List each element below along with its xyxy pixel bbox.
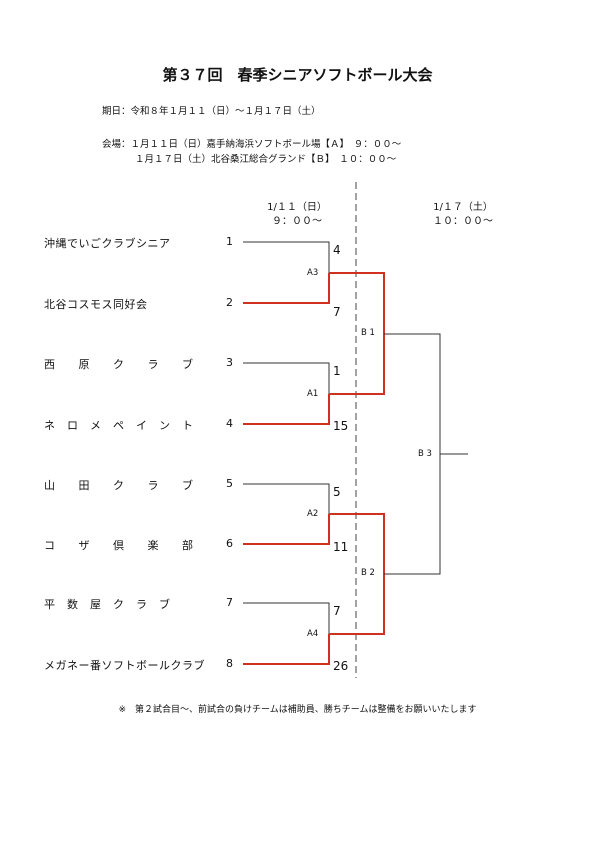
team-6-name: コ ザ 倶 楽 部 [44,539,194,552]
match-a1-label: A1 [307,389,319,399]
venue-b: １月１７日（土）北谷桑江総合グランド【Ｂ】 １０：００～ [135,154,397,165]
column-2-time: １０：００～ [433,216,493,227]
team-5-name: 山 田 ク ラ ブ [44,479,194,492]
footer-note: ※ 第２試合目～、前試合の負けチームは補助員、勝ちチームは整備をお願いいたします [118,705,477,715]
team-2-seed: 2 [226,296,234,309]
team-3-seed: 3 [226,356,234,369]
team-1-name: 沖縄でいごクラブシニア [44,237,171,250]
match-a2-label: A2 [307,509,319,519]
a2-winner-line [329,513,385,574]
team-5-line [243,483,330,514]
team-4-seed: 4 [226,417,234,430]
team-6-line [243,514,330,545]
team-4-score: 15 [333,419,349,433]
team-8-line [243,634,330,665]
team-3-line [243,362,330,394]
team-3-score: 1 [333,364,341,378]
match-b1-label: B 1 [361,328,375,338]
team-5-score: 5 [333,485,341,499]
match-b2-label: B 2 [361,568,375,578]
column-1-time: ９：００～ [272,216,322,227]
team-2-score: 7 [333,305,341,319]
team-6-seed: 6 [226,537,234,550]
team-1-seed: 1 [226,235,234,248]
team-7-score: 7 [333,604,341,618]
team-8-seed: 8 [226,657,234,670]
team-8-score: 26 [333,659,349,673]
venue-a: 会場：１月１１日（日）嘉手納海浜ソフトボール場【Ａ】 ９：００～ [102,139,402,150]
team-2-name: 北谷コスモス同好会 [44,298,148,311]
team-7-line [243,602,330,634]
b1-line [384,333,441,454]
team-1-score: 4 [333,243,341,257]
event-dates: 期日：令和８年１月１１（日）～１月１７日（土） [102,106,321,117]
match-b3-label: B 3 [418,449,432,459]
match-a3-label: A3 [307,268,319,278]
team-7-name: 平 数 屋 ク ラ ブ [44,598,171,611]
b2-line [384,454,441,575]
team-6-score: 11 [333,540,349,554]
a3-winner-line [329,272,385,334]
match-a4-label: A4 [307,629,319,639]
team-4-name: ネ ロ メ ペ イ ン ト [44,419,194,432]
column-2-date: 1/１７（土） [433,202,493,213]
team-7-seed: 7 [226,596,234,609]
tournament-title: 第３７回 春季シニアソフトボール大会 [162,66,433,84]
team-1-line [243,241,330,273]
team-8-name: メガネー番ソフトボールクラブ [44,659,205,672]
team-4-line [243,394,330,425]
team-3-name: 西 原 ク ラ ブ [44,358,194,371]
team-5-seed: 5 [226,477,234,490]
a4-winner-line [329,574,385,635]
a1-winner-line [329,334,385,395]
column-1-date: 1/１１（日） [267,202,327,213]
team-2-line [243,273,330,304]
